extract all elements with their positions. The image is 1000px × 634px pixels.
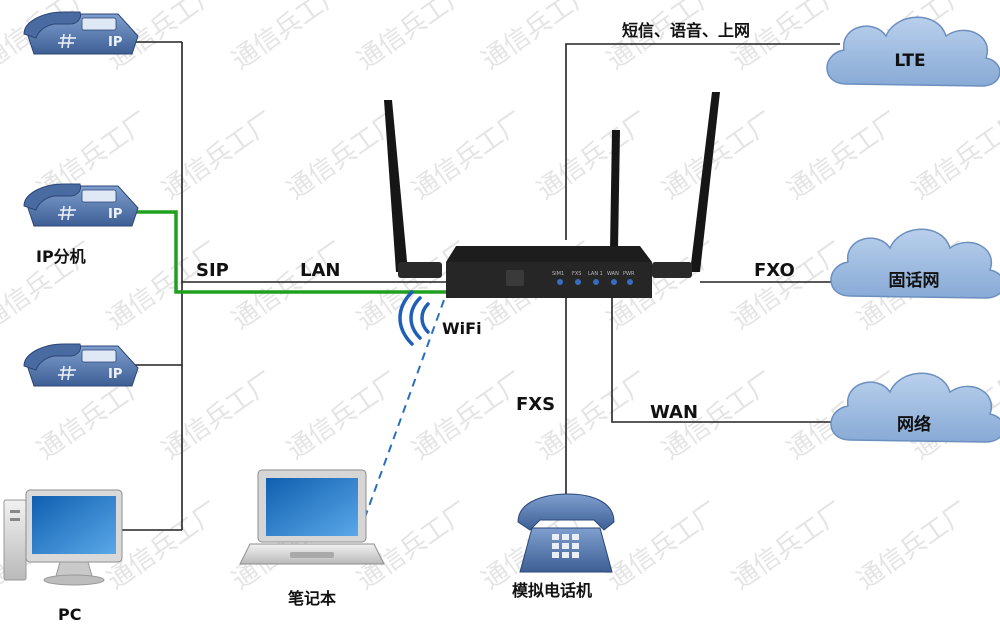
- watermark-text: 通信兵工厂: [282, 367, 406, 466]
- pstn-cloud[interactable]: 固话网: [830, 228, 1000, 299]
- lte-cloud-label: LTE: [894, 51, 925, 71]
- pc[interactable]: [3, 489, 123, 586]
- ip-extension-link: [122, 210, 452, 294]
- watermark-text: 通信兵工厂: [532, 107, 656, 206]
- watermark-text: 通信兵工厂: [407, 107, 531, 206]
- ip-phone-1[interactable]: IP: [23, 11, 139, 55]
- watermark-text: 通信兵工厂: [477, 0, 601, 76]
- port-label-wan: WAN: [607, 271, 619, 277]
- watermark-text: 通信兵工厂: [727, 497, 851, 596]
- pc-label: PC: [58, 605, 81, 624]
- port-label-pwr: PWR: [623, 271, 635, 277]
- fxs-label: FXS: [516, 394, 555, 415]
- laptop[interactable]: [239, 469, 385, 565]
- laptop-label: 笔记本: [288, 589, 336, 608]
- watermark-text: 通信兵工厂: [657, 107, 781, 206]
- wan-link: [611, 296, 832, 423]
- port-label-lan: LAN 1: [588, 271, 603, 277]
- watermark-text: 通信兵工厂: [102, 237, 226, 336]
- port-label-fxs: FXS: [572, 271, 581, 277]
- antenna-mid: [610, 130, 620, 250]
- lte-router[interactable]: SIM1 FXS LAN 1 WAN PWR: [384, 92, 720, 298]
- ip-badge: IP: [108, 367, 122, 382]
- watermark-text: 通信兵工厂: [907, 107, 1000, 206]
- watermark-text: 通信兵工厂: [532, 367, 656, 466]
- lan-label: LAN: [300, 260, 340, 281]
- analog-phone[interactable]: [517, 493, 615, 573]
- wan-label: WAN: [650, 402, 698, 423]
- pstn-cloud-label: 固话网: [889, 270, 940, 291]
- watermark-text: 通信兵工厂: [407, 367, 531, 466]
- ip-badge: IP: [108, 35, 122, 50]
- ip-phone-2[interactable]: IP: [23, 183, 139, 227]
- port-label-sim: SIM1: [552, 271, 564, 277]
- watermark-text: 通信兵工厂: [157, 107, 281, 206]
- watermark-text: 通信兵工厂: [782, 107, 906, 206]
- ip-phone-3[interactable]: IP: [23, 343, 139, 387]
- watermark-text: 通信兵工厂: [227, 237, 351, 336]
- antenna-left: [384, 100, 408, 272]
- lte-link: [565, 43, 840, 240]
- fxo-label: FXO: [754, 260, 795, 281]
- watermark-text: 通信兵工厂: [352, 0, 476, 76]
- wifi-link: [355, 299, 445, 543]
- sip-label: SIP: [196, 260, 229, 281]
- analog-phone-label: 模拟电话机: [512, 581, 592, 600]
- internet-cloud-label: 网络: [897, 414, 931, 435]
- antenna-right: [690, 92, 720, 272]
- lte-cloud[interactable]: LTE: [826, 16, 1000, 87]
- wifi-label: WiFi: [442, 319, 482, 338]
- ip-extension-label: IP分机: [36, 247, 86, 266]
- watermark-text: 通信兵工厂: [157, 367, 281, 466]
- phone-bus-wires: [120, 41, 452, 531]
- watermark-text: 通信兵工厂: [852, 497, 976, 596]
- wifi-icon: [398, 290, 430, 346]
- ip-badge: IP: [108, 207, 122, 222]
- watermark-text: 通信兵工厂: [602, 497, 726, 596]
- internet-cloud[interactable]: 网络: [830, 372, 1000, 443]
- watermark-text: 通信兵工厂: [227, 0, 351, 76]
- lte-services-label: 短信、语音、上网: [622, 21, 750, 40]
